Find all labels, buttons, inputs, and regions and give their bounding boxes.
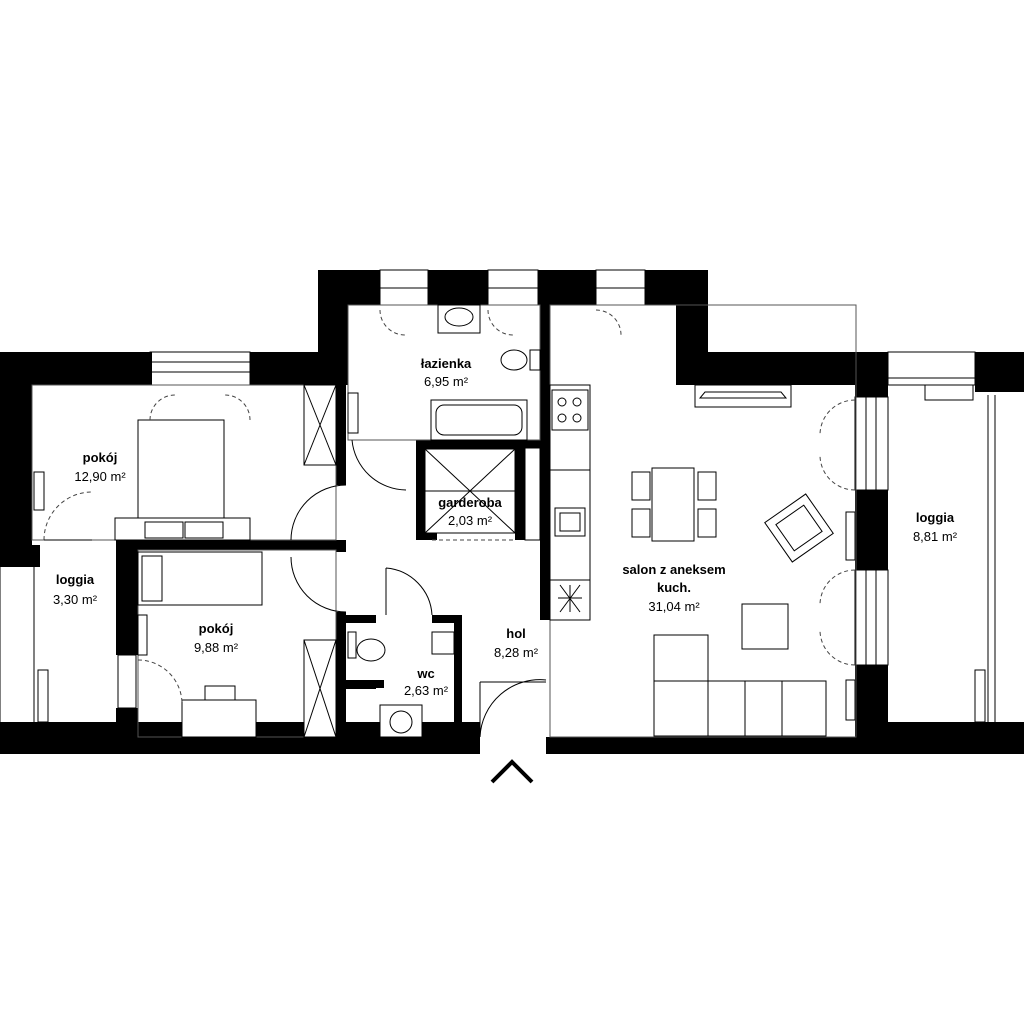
room-name-lazienka: łazienka [421,356,472,371]
room-area-loggia-right: 8,81 m² [913,529,958,544]
room-area-hol: 8,28 m² [494,645,539,660]
room-name-pokoj-2: pokój [199,621,234,636]
room-name-salon-line2: kuch. [657,580,691,595]
room-area-lazienka: 6,95 m² [424,374,469,389]
room-name-salon-line1: salon z aneksem [622,562,725,577]
room-name-loggia-left: loggia [56,572,95,587]
room-name-garderoba: garderoba [438,495,502,510]
interior-lines [31,304,857,738]
walls [0,270,1024,754]
room-area-wc: 2,63 m² [404,683,449,698]
room-name-hol: hol [506,626,526,641]
room-area-pokoj-1: 12,90 m² [74,469,126,484]
entrance-chevron-icon [490,759,534,784]
room-area-garderoba: 2,03 m² [448,513,493,528]
windows [0,269,996,723]
room-area-salon: 31,04 m² [648,599,700,614]
room-area-pokoj-2: 9,88 m² [194,640,239,655]
furniture [33,304,834,738]
room-name-pokoj-1: pokój [83,450,118,465]
door-swings [43,309,856,738]
room-name-wc: wc [416,666,434,681]
room-name-loggia-right: loggia [916,510,955,525]
room-area-loggia-left: 3,30 m² [53,592,98,607]
